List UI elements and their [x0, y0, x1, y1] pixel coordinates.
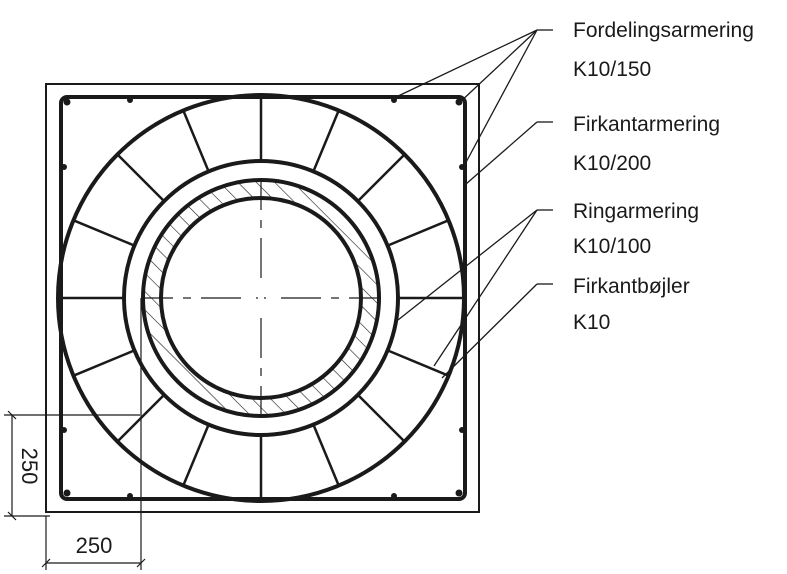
radial-stirrup	[357, 394, 406, 443]
leader-lines	[393, 29, 553, 379]
radial-stirrup	[387, 349, 449, 377]
radial-stirrup	[116, 153, 165, 202]
label-distribution-name: Fordelingsarmering	[573, 19, 754, 42]
ring-outer-edge	[141, 178, 381, 418]
radial-stirrup	[312, 424, 340, 486]
radial-stirrup	[387, 219, 449, 247]
radial-stirrup	[357, 153, 406, 202]
distribution-bars	[61, 97, 465, 499]
dimension-vertical-value: 250	[17, 448, 42, 485]
dimension-horizontal	[41, 298, 146, 570]
label-ring-spec: K10/100	[573, 235, 651, 258]
label-stirrup-spec: K10	[573, 311, 610, 334]
radial-stirrup	[312, 110, 340, 172]
label-stirrup-name: Firkantbøjler	[573, 275, 690, 298]
radial-stirrups	[58, 95, 464, 501]
label-square-spec: K10/200	[573, 152, 651, 175]
label-ring-name: Ringarmering	[573, 200, 699, 223]
dimension-vertical	[4, 410, 140, 521]
label-distribution-spec: K10/150	[573, 58, 651, 81]
radial-stirrup	[182, 424, 210, 486]
radial-stirrup	[73, 349, 135, 377]
radial-stirrup	[73, 219, 135, 247]
label-square-name: Firkantarmering	[573, 113, 720, 136]
radial-stirrup	[182, 110, 210, 172]
center-lines	[145, 182, 377, 414]
dimension-horizontal-value: 250	[76, 533, 113, 558]
